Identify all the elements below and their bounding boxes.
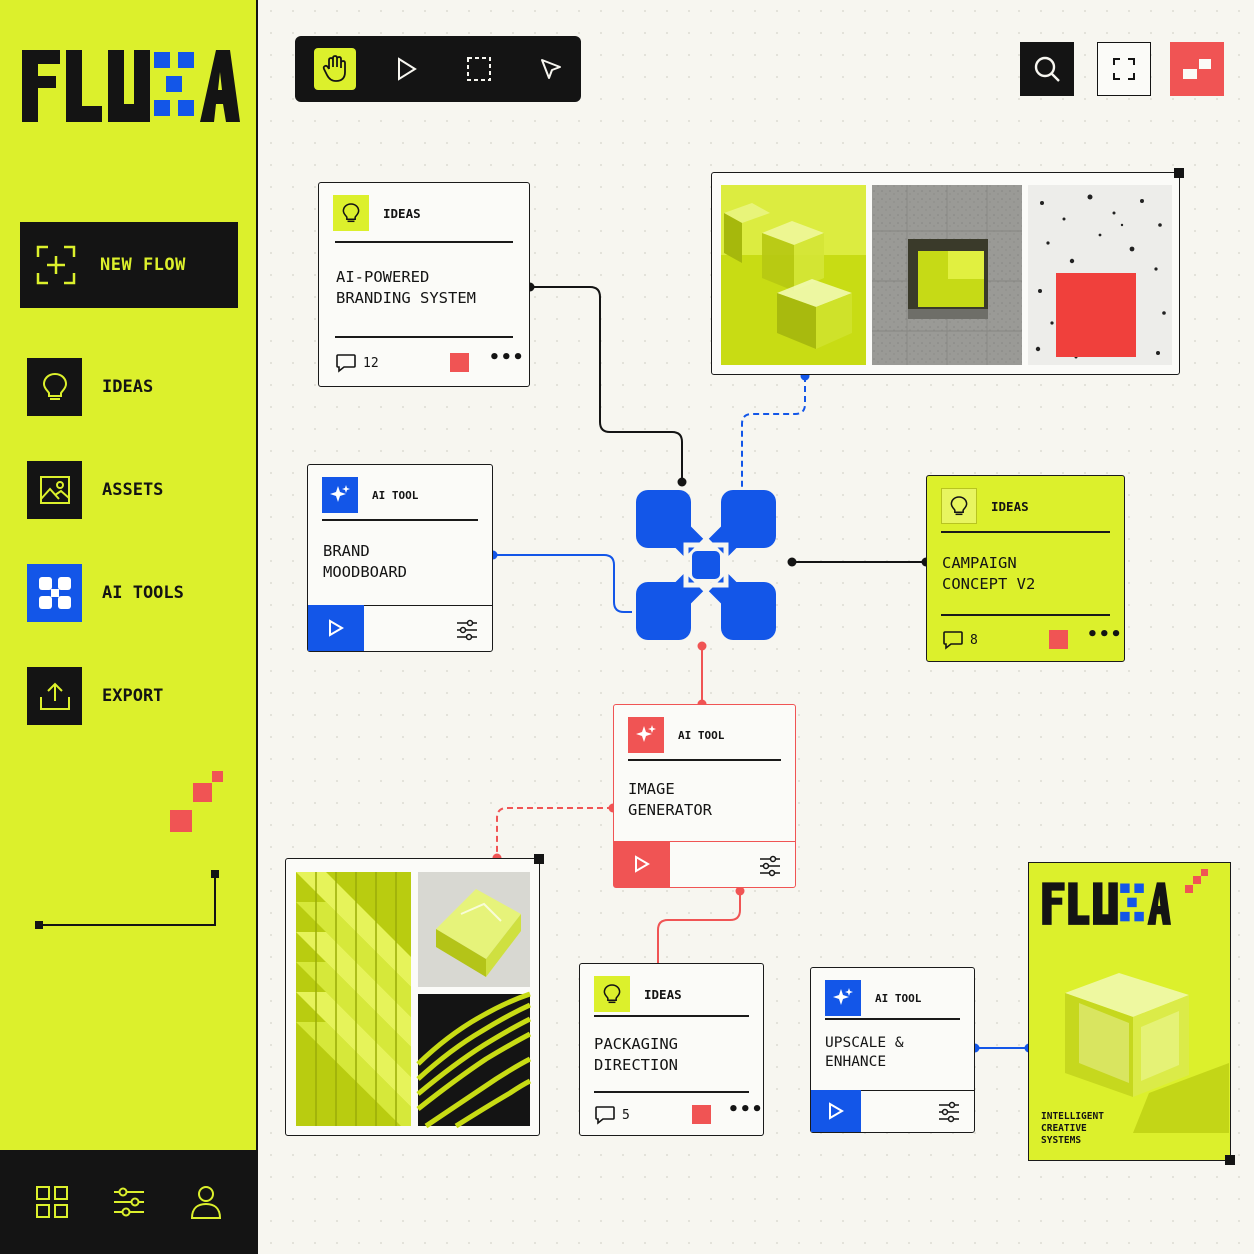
more-options-icon[interactable]: ••• [489, 347, 525, 368]
comment-icon[interactable] [942, 630, 964, 650]
poster-tagline: INTELLIGENT CREATIVE SYSTEMS [1041, 1111, 1104, 1146]
hand-icon [322, 55, 346, 82]
new-flow-label: NEW FLOW [100, 255, 186, 275]
node-title: PACKAGING DIRECTION [594, 1035, 678, 1074]
marquee-select-icon [467, 57, 491, 81]
node-tag: AI TOOL [678, 728, 725, 742]
status-square [692, 1105, 711, 1124]
more-options-icon[interactable]: ••• [728, 1099, 764, 1120]
run-button[interactable] [614, 841, 670, 887]
status-square [450, 353, 469, 372]
run-button[interactable] [811, 1090, 861, 1132]
play-icon [829, 1102, 844, 1120]
node-title: IMAGE GENERATOR [628, 780, 712, 819]
resize-handle[interactable] [534, 854, 544, 864]
play-icon [635, 855, 650, 873]
sidebar-item-ideas[interactable]: IDEAS [27, 358, 237, 416]
node-tag: IDEAS [991, 498, 1029, 514]
user-icon[interactable] [189, 1184, 223, 1220]
sidebar-item-ai-tools[interactable]: AI TOOLS [27, 564, 237, 622]
poster-preview[interactable]: INTELLIGENT CREATIVE SYSTEMS [1028, 862, 1235, 1165]
play-icon [398, 57, 417, 81]
poster-pixel-decoration [1185, 869, 1208, 893]
fluxa-logo[interactable] [20, 42, 240, 128]
comment-count: 8 [970, 632, 978, 648]
sparkle-icon [833, 988, 853, 1005]
resize-handle[interactable] [1174, 168, 1184, 178]
node-campaign-concept[interactable]: IDEAS CAMPAIGN CONCEPT V2 8 ••• [926, 475, 1125, 662]
lightbulb-icon [950, 496, 968, 516]
sidebar-item-export[interactable]: EXPORT [27, 667, 237, 725]
node-brand-moodboard[interactable]: AI TOOL BRAND MOODBOARD [307, 464, 493, 652]
fullscreen-icon [1113, 58, 1135, 80]
poster-glass-cube [1065, 973, 1229, 1133]
node-branding-system[interactable]: IDEAS AI-POWERED BRANDING SYSTEM 12 ••• [318, 182, 530, 387]
brand-menu-button[interactable] [1170, 42, 1224, 96]
node-tag: AI TOOL [372, 488, 419, 502]
sliders-icon[interactable] [112, 1185, 146, 1219]
comment-count: 12 [363, 355, 379, 371]
node-title: UPSCALE & ENHANCE [825, 1035, 904, 1070]
node-tag: IDEAS [644, 986, 682, 1002]
settings-sliders-icon[interactable] [456, 619, 478, 641]
sparkle-icon [636, 725, 656, 742]
tool-play[interactable] [386, 48, 428, 90]
node-packaging-direction[interactable]: IDEAS PACKAGING DIRECTION 5 ••• [579, 963, 764, 1136]
node-title: CAMPAIGN CONCEPT V2 [942, 554, 1036, 593]
canvas-toolbar [295, 36, 581, 102]
sidebar-item-label: ASSETS [102, 480, 164, 500]
sidebar-item-label: AI TOOLS [102, 583, 184, 603]
run-button[interactable] [308, 605, 364, 651]
lightbulb-icon [603, 984, 621, 1004]
play-icon [329, 619, 344, 637]
central-hub-icon[interactable] [634, 488, 778, 642]
fullscreen-button[interactable] [1097, 42, 1151, 96]
node-title: BRAND MOODBOARD [323, 542, 407, 581]
image-strip-thumbnails [721, 185, 1172, 365]
image-icon [39, 476, 70, 504]
fluxa-mark-icon [38, 577, 71, 609]
sidebar-item-assets[interactable]: ASSETS [27, 461, 237, 519]
sidebar-bottom-bar [0, 1150, 258, 1254]
comment-icon[interactable] [594, 1105, 616, 1125]
tool-pointer[interactable] [530, 48, 572, 90]
node-tag: AI TOOL [875, 991, 922, 1005]
sparkle-icon [330, 485, 350, 502]
collage-thumbnails [296, 872, 532, 1129]
more-options-icon[interactable]: ••• [1087, 624, 1123, 645]
tool-marquee[interactable] [458, 48, 500, 90]
pixel-decoration [35, 771, 223, 929]
node-title: AI-POWERED BRANDING SYSTEM [336, 268, 476, 307]
comment-count: 5 [622, 1107, 630, 1123]
sidebar-item-label: EXPORT [102, 686, 164, 706]
image-collage[interactable] [285, 854, 544, 1136]
resize-handle[interactable] [1225, 1155, 1235, 1165]
grid-icon[interactable] [35, 1185, 69, 1219]
status-square [1049, 630, 1068, 649]
new-flow-button[interactable]: NEW FLOW [20, 222, 238, 308]
search-icon [1034, 56, 1060, 82]
poster-fluxa-logo [1042, 882, 1171, 925]
pixel-logo-icon [1183, 59, 1211, 79]
sidebar: NEW FLOW IDEAS ASSETS [0, 0, 258, 1254]
lightbulb-icon [42, 372, 67, 400]
add-frame-icon [36, 245, 76, 285]
node-upscale-enhance[interactable]: AI TOOL UPSCALE & ENHANCE [810, 967, 975, 1133]
settings-sliders-icon[interactable] [759, 855, 781, 877]
pointer-icon [541, 59, 561, 79]
sidebar-item-label: IDEAS [102, 377, 154, 397]
node-tag: IDEAS [383, 205, 421, 221]
image-strip-top[interactable] [711, 168, 1184, 375]
upload-icon [39, 682, 70, 710]
lightbulb-icon [342, 203, 360, 223]
settings-sliders-icon[interactable] [938, 1101, 960, 1123]
comment-icon[interactable] [335, 353, 357, 373]
node-image-generator[interactable]: AI TOOL IMAGE GENERATOR [613, 704, 796, 888]
tool-hand[interactable] [314, 48, 356, 90]
search-button[interactable] [1020, 42, 1074, 96]
